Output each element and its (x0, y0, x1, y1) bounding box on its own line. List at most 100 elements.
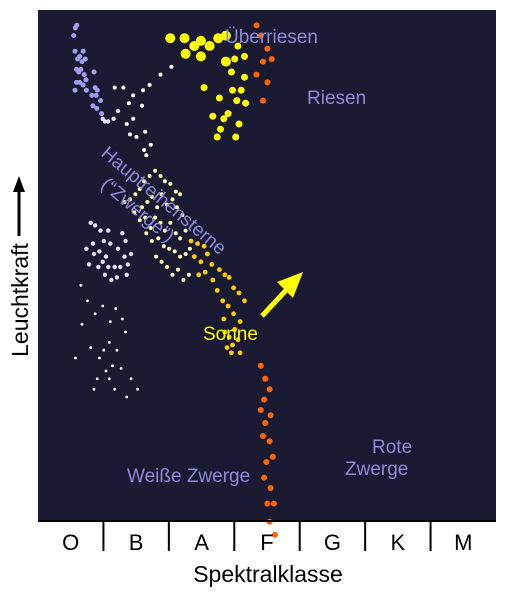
star-point (235, 120, 243, 128)
star-point (154, 254, 159, 259)
star-point (263, 459, 270, 465)
star-point (93, 92, 99, 98)
star-point (165, 265, 169, 269)
star-point (128, 132, 132, 137)
star-point (231, 55, 239, 63)
star-point (102, 272, 108, 277)
star-point (71, 33, 77, 39)
star-point (225, 303, 231, 309)
star-point (78, 66, 84, 72)
label-giants: Riesen (307, 88, 366, 109)
star-point (253, 22, 260, 29)
star-point (72, 48, 78, 54)
star-point (264, 45, 271, 52)
star-point (200, 84, 208, 92)
star-point (115, 108, 121, 114)
star-point (165, 202, 169, 207)
star-point (122, 200, 127, 204)
star-point (173, 231, 178, 236)
star-point (124, 330, 127, 334)
star-point (94, 87, 100, 93)
star-point (102, 119, 108, 124)
star-point (236, 290, 242, 296)
star-point (231, 311, 237, 317)
star-point (158, 220, 163, 225)
star-point (264, 79, 271, 86)
star-point (153, 168, 158, 173)
star-point (232, 133, 240, 141)
star-point (266, 386, 273, 393)
star-point (79, 283, 83, 287)
star-point (181, 278, 186, 282)
star-point (272, 531, 278, 538)
star-point (123, 238, 128, 244)
x-tick-label-a: A (194, 530, 209, 555)
star-point (100, 259, 105, 264)
star-point (237, 86, 245, 94)
star-point (221, 316, 227, 322)
star-point (183, 228, 188, 233)
star-point (241, 73, 248, 81)
star-point (224, 345, 230, 350)
star-point (119, 367, 123, 370)
star-point (261, 396, 268, 403)
star-point (132, 210, 137, 215)
star-point (224, 110, 232, 118)
star-point (186, 272, 191, 277)
x-tick-label-k: K (391, 530, 406, 555)
y-axis-arrow-head (13, 176, 25, 192)
sun-arrow (260, 272, 303, 318)
star-point (220, 115, 228, 123)
x-axis-title: Spektralklasse (193, 561, 343, 587)
star-point (86, 262, 92, 267)
star-point (156, 236, 161, 241)
star-point (268, 56, 275, 62)
star-point (217, 267, 222, 272)
star-point (159, 192, 164, 197)
star-point (201, 243, 207, 249)
star-point (91, 69, 97, 75)
star-point (178, 254, 183, 259)
star-point (134, 135, 139, 139)
star-point (133, 192, 138, 197)
star-point (124, 122, 129, 126)
x-tick-label-g: G (324, 530, 341, 555)
star-point (220, 298, 226, 304)
star-point (112, 264, 117, 270)
star-point (242, 298, 247, 304)
star-point (180, 48, 191, 59)
star-point (102, 348, 106, 352)
star-point (264, 500, 271, 507)
star-point (109, 277, 114, 283)
star-point (136, 387, 140, 391)
star-point (143, 129, 148, 134)
star-point (195, 35, 206, 46)
star-point (125, 395, 129, 399)
label-supergiants: Überriesen (225, 27, 318, 48)
star-point (270, 500, 277, 507)
star-point (227, 68, 235, 76)
star-point (81, 72, 87, 78)
star-point (140, 103, 144, 108)
x-tick-label-f: F (260, 530, 273, 555)
star-point (229, 350, 234, 356)
star-point (114, 275, 120, 280)
star-point (142, 179, 147, 184)
star-point (131, 116, 136, 121)
star-point (257, 362, 264, 369)
star-point (257, 407, 264, 413)
star-point (74, 356, 77, 360)
star-point (89, 92, 95, 98)
star-point (269, 453, 276, 460)
star-point (267, 412, 274, 419)
star-point (74, 22, 80, 28)
star-point (80, 82, 86, 88)
star-point (226, 334, 232, 340)
star-point (137, 187, 142, 191)
star-point (108, 241, 113, 246)
star-point (101, 238, 107, 244)
star-point (229, 86, 236, 94)
star-point (103, 254, 109, 259)
